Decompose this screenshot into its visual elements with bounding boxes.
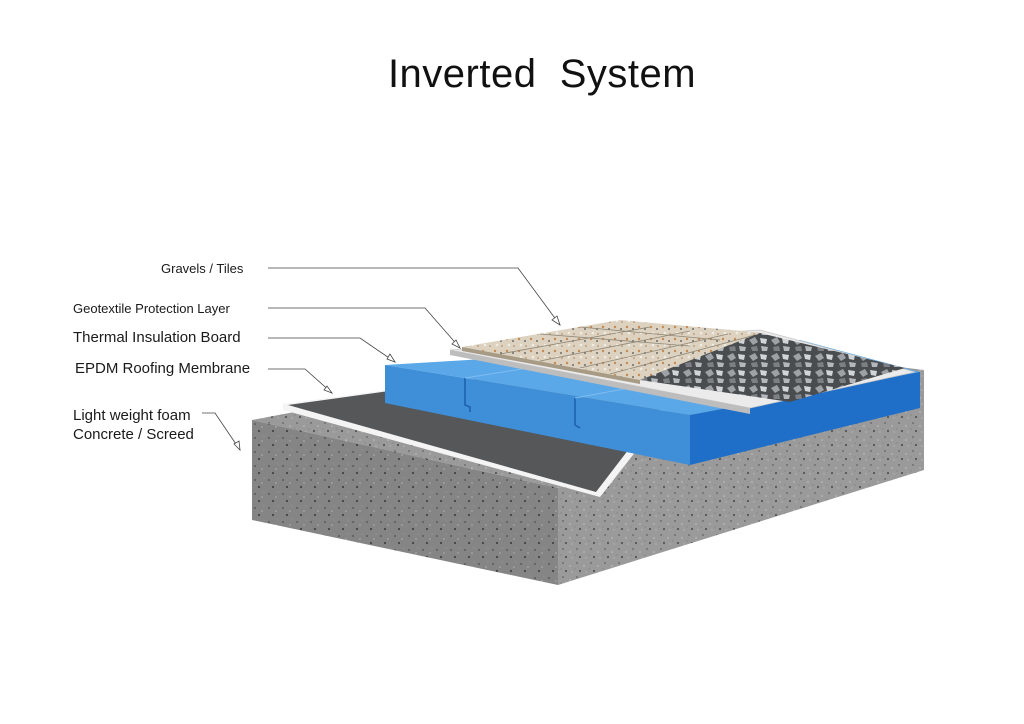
arrow-geotextile [451, 339, 461, 349]
arrow-insulation [386, 353, 396, 363]
arrow-gravels [551, 315, 561, 326]
page-title: Inverted System [387, 52, 697, 96]
gravel-surface [640, 333, 905, 402]
concrete-front-face [252, 420, 558, 585]
tile-grid [499, 326, 756, 375]
tiles-edge [462, 347, 640, 384]
leader-insulation [268, 337, 396, 363]
insulation-joint-1 [464, 378, 471, 412]
insulation-front-face [385, 365, 690, 465]
label-concrete-line2: Concrete / Screed [73, 426, 194, 443]
geotextile-edge [450, 350, 750, 414]
arrow-membrane [323, 385, 334, 394]
insulation-joint-2 [574, 398, 581, 429]
label-thermal-insulation: Thermal Insulation Board [73, 329, 241, 346]
label-geotextile: Geotextile Protection Layer [73, 301, 230, 316]
leader-gravels [268, 267, 561, 326]
label-epdm-membrane: EPDM Roofing Membrane [75, 360, 251, 377]
tiles-surface [462, 320, 765, 380]
label-concrete-line1: Light weight foam [73, 407, 191, 424]
leader-membrane [268, 368, 333, 394]
label-concrete-screed: Light weight foam Concrete / Screed [73, 406, 194, 444]
leader-concrete [202, 412, 241, 451]
leader-geotextile [268, 307, 461, 349]
insulation-right-face [690, 372, 920, 465]
arrow-concrete [233, 440, 241, 452]
label-gravels-tiles: Gravels / Tiles [161, 261, 244, 276]
